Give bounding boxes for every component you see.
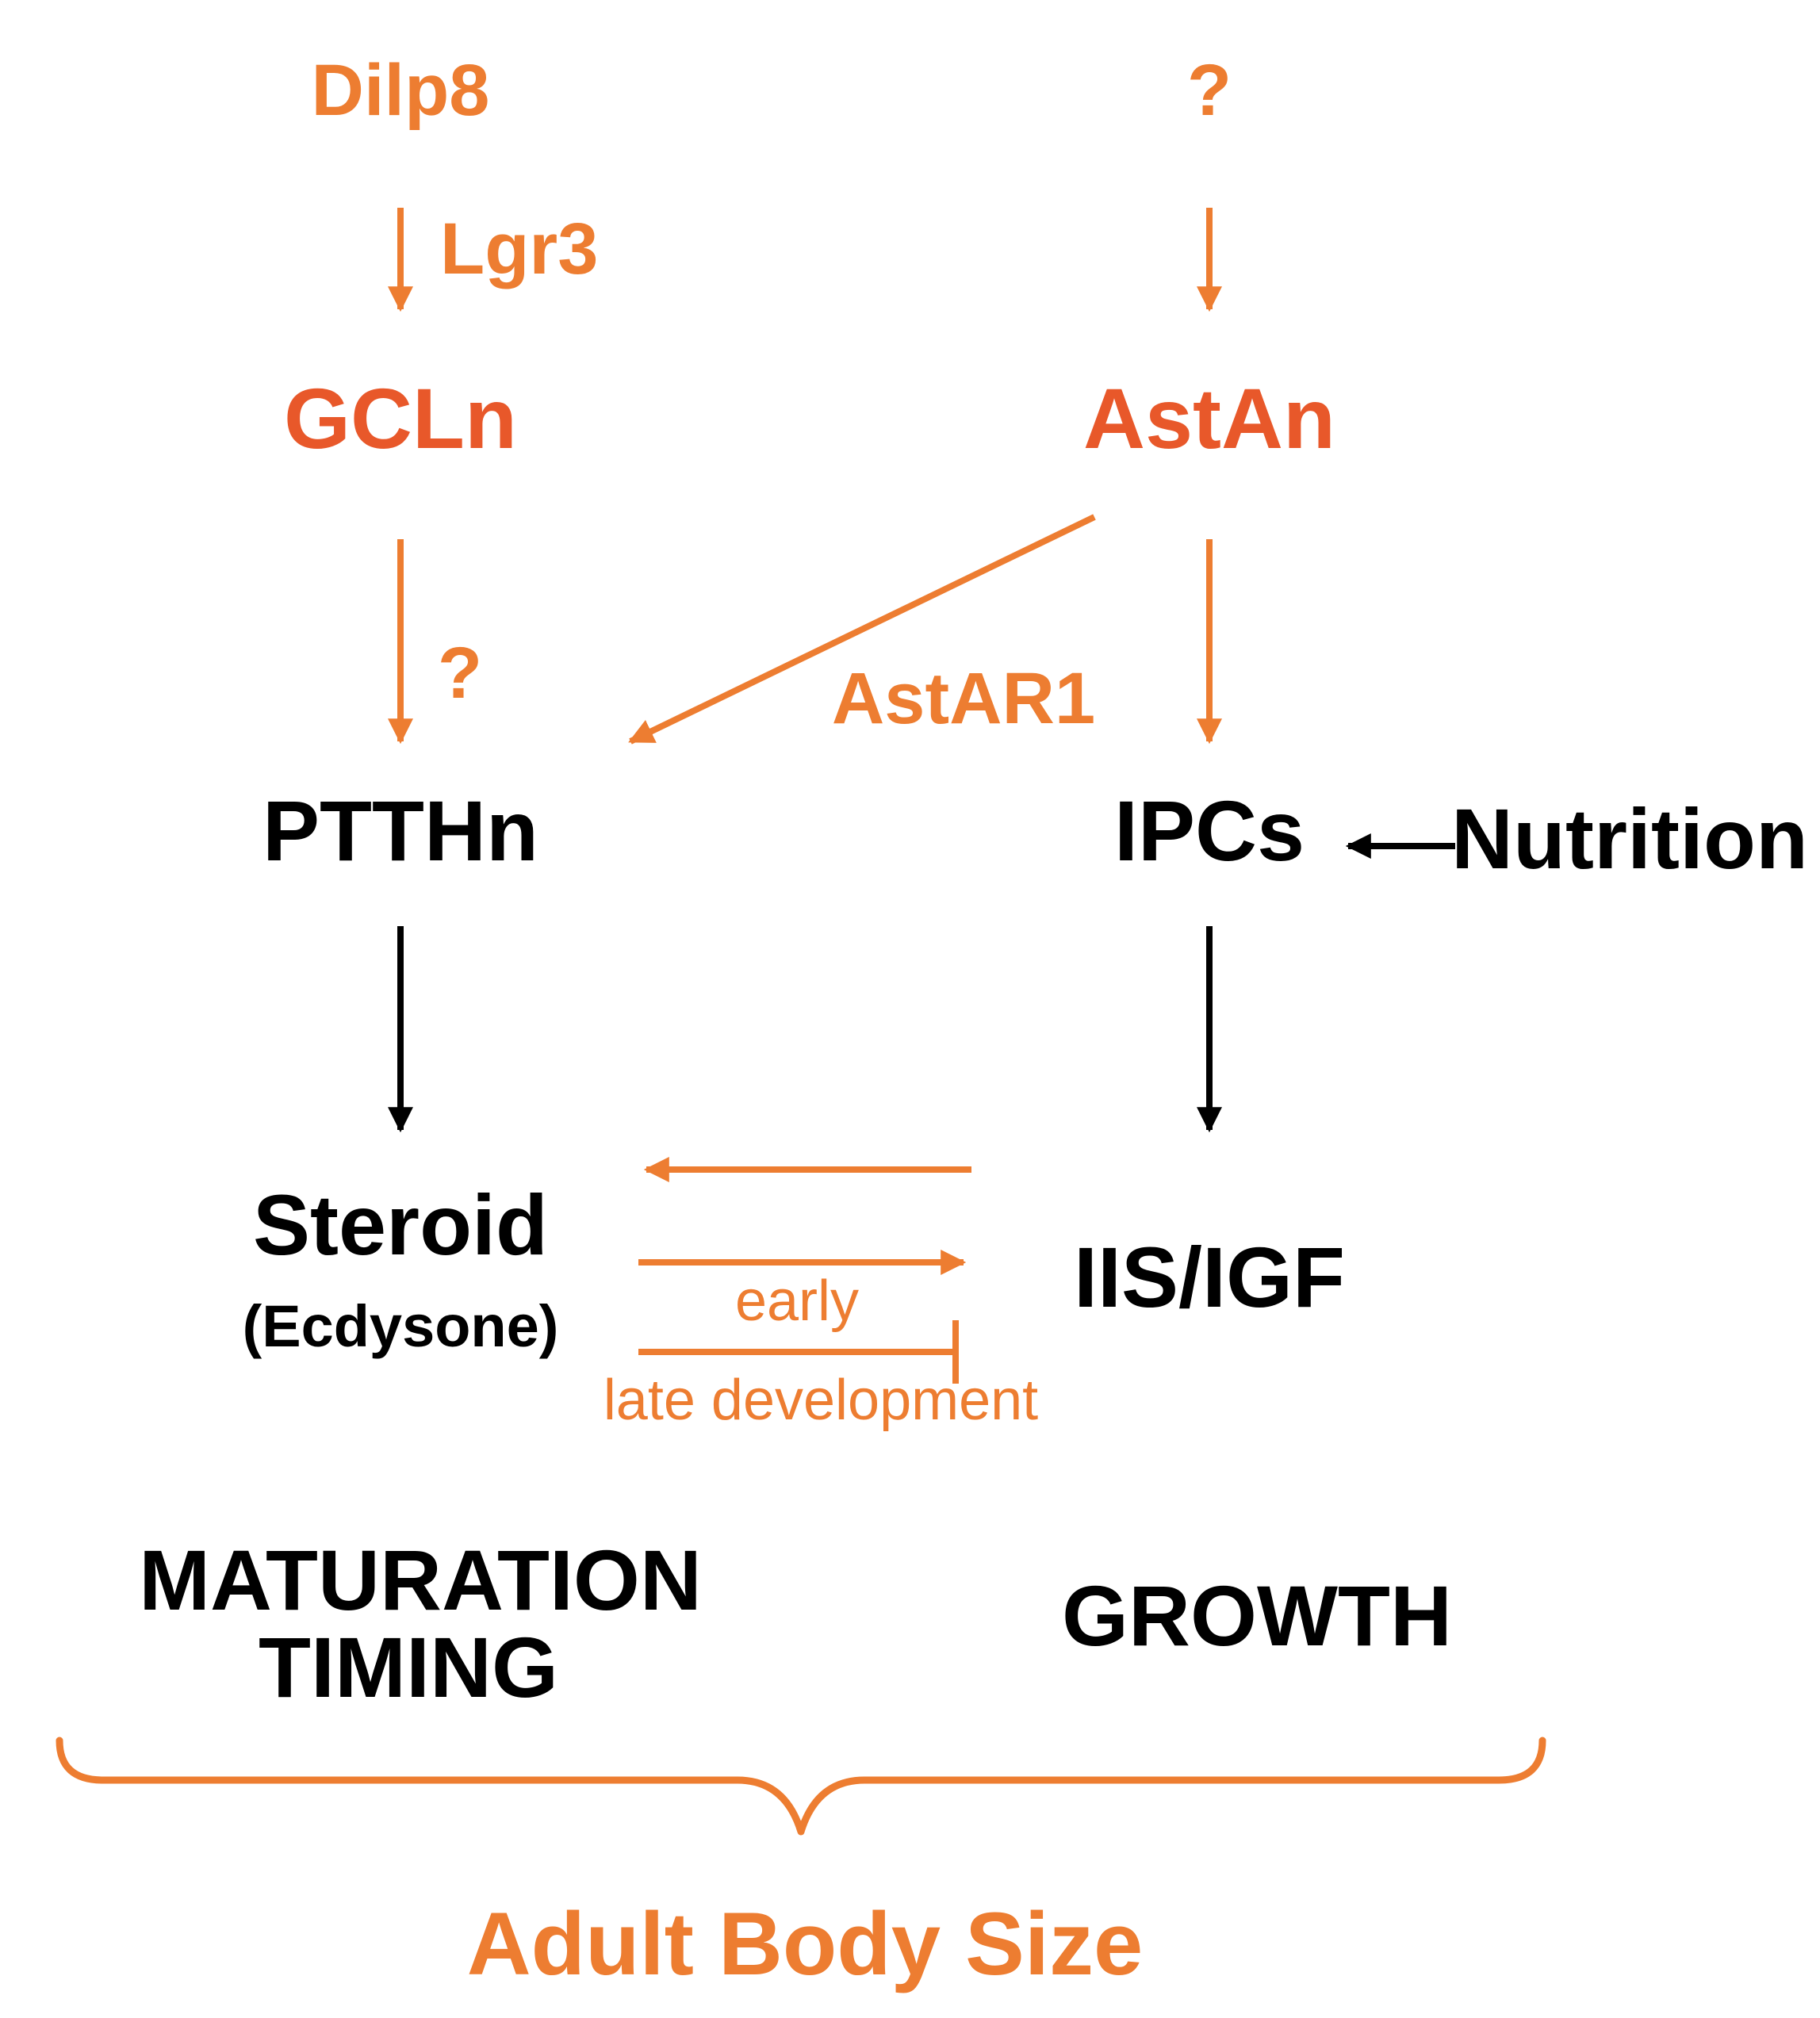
unknown-receptor-label: ? xyxy=(438,633,482,714)
unknown-upstream-label: ? xyxy=(1187,50,1232,131)
iis-igf-label: IIS/IGF xyxy=(1074,1229,1345,1325)
astar1-label: AstAR1 xyxy=(832,658,1095,739)
growth-label: GROWTH xyxy=(1062,1568,1452,1664)
early-label: early xyxy=(735,1269,859,1333)
grouping-brace xyxy=(56,1737,1546,1836)
maturation-label: MATURATION xyxy=(139,1532,702,1628)
late-development-label: late development xyxy=(603,1369,1038,1432)
adult-body-size-label: Adult Body Size xyxy=(467,1894,1143,1993)
astan-label: AstAn xyxy=(1083,370,1335,466)
ipcs-label: IPCs xyxy=(1114,783,1305,879)
gcln-label: GCLn xyxy=(284,370,517,466)
arrow-astan-to-ptthn xyxy=(628,514,1096,745)
timing-label: TIMING xyxy=(259,1619,558,1715)
lgr3-label: Lgr3 xyxy=(440,209,598,289)
nutrition-label: Nutrition xyxy=(1451,791,1808,886)
ptthn-label: PTTHn xyxy=(262,783,538,879)
steroid-label: Steroid xyxy=(253,1177,548,1273)
ecdysone-label: (Ecdysone) xyxy=(243,1293,559,1359)
dilp8-label: Dilp8 xyxy=(312,50,490,131)
